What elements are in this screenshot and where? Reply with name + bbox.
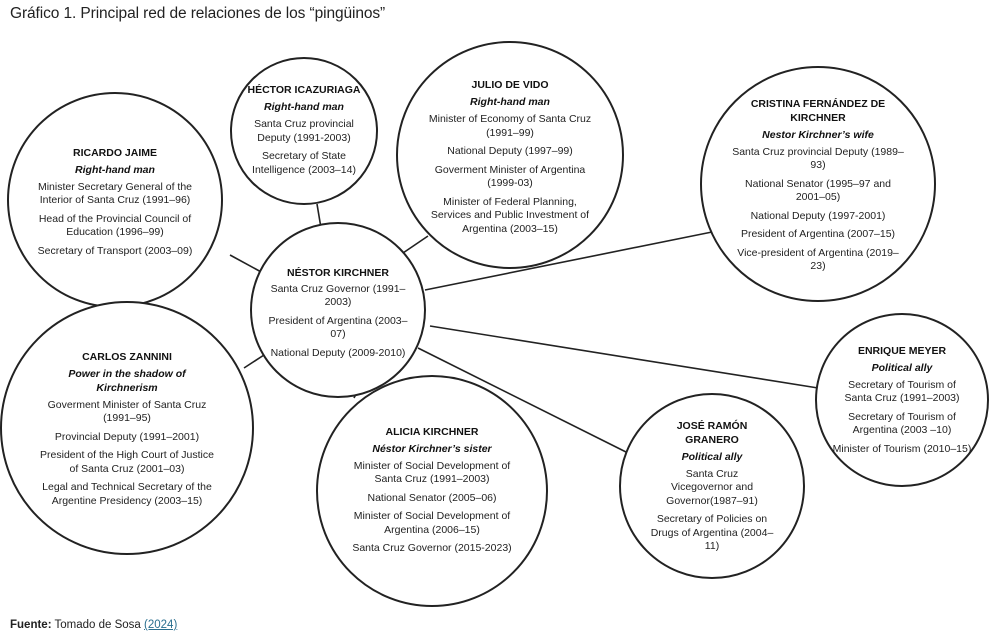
node-name: NÉSTOR KIRCHNER <box>287 266 389 279</box>
circle-granero <box>619 393 805 579</box>
position-text: Goverment Minister of Santa Cruz (1991–9… <box>47 398 207 425</box>
position-text: Santa Cruz Governor (1991–2003) <box>270 282 406 309</box>
node-role: Right-hand man <box>75 163 155 176</box>
edge-kirchner-devido <box>399 235 429 256</box>
node-name: RICARDO JAIME <box>72 146 157 159</box>
position-text: Minister of Social Development of Santa … <box>353 459 511 486</box>
node-role: Néstor Kirchner’s sister <box>372 442 492 455</box>
position-text: National Senator (2005–06) <box>367 491 497 504</box>
circle-zannini <box>0 301 254 555</box>
position-text: Goverment Minister of Argentina (1999-03… <box>434 163 586 190</box>
position-text: Secretary of Tourism of Santa Cruz (1991… <box>844 378 960 405</box>
edge-kirchner-granero <box>417 347 627 453</box>
position-text: Santa Cruz Governor (2015-2023) <box>352 542 512 554</box>
node-hector-icazuriaga: HÉCTOR ICAZURIAGA Right-hand man Santa C… <box>244 72 364 188</box>
source-link[interactable]: (2024) <box>144 619 178 631</box>
position-text: President of Argentina (2007–15) <box>740 228 896 240</box>
position-text: National Deputy (1997-2001) <box>750 209 886 222</box>
node-role: Right-hand man <box>264 101 344 113</box>
source-text: Tomado de Sosa <box>51 619 145 631</box>
position-text: National Senator (1995–97 and 2001–05) <box>745 177 891 204</box>
node-name: JOSÉ RAMÓN GRANERO <box>676 419 748 446</box>
position-text: Head of the Provincial Council of Educat… <box>38 212 192 239</box>
node-ricardo-jaime: RICARDO JAIME Right-hand man Minister Se… <box>34 118 196 286</box>
node-name: HÉCTOR ICAZURIAGA <box>247 84 361 96</box>
position-text: Vice-president of Argentina (2019–23) <box>737 246 899 273</box>
node-enrique-meyer: ENRIQUE MEYER Political ally Secretary o… <box>832 330 972 470</box>
position-text: Minister Secretary General of the Interi… <box>37 180 193 207</box>
node-role: Power in the shadow of Kirchnerism <box>68 367 186 394</box>
position-text: Santa Cruz Vicegovernor and Governor(198… <box>666 467 758 507</box>
source-footer: Fuente: Tomado de Sosa (2024) <box>10 619 177 631</box>
position-text: Legal and Technical Secretary of the Arg… <box>42 481 212 507</box>
circle-devido <box>396 41 624 269</box>
circle-icazuriaga <box>230 57 378 205</box>
circle-alicia <box>316 375 548 607</box>
figure-title: Gráfico 1. Principal red de relaciones d… <box>10 5 386 22</box>
node-alicia-kirchner: ALICIA KIRCHNER Néstor Kirchner’s sister… <box>350 394 514 586</box>
position-text: Minister of Tourism (2010–15) <box>832 442 972 455</box>
edge-kirchner-zannini <box>243 354 265 369</box>
node-name: CRISTINA FERNÁNDEZ DE KIRCHNER <box>750 97 886 124</box>
edge-kirchner-cristina <box>424 231 713 291</box>
position-text: Santa Cruz provincial Deputy (1989–93) <box>732 145 904 172</box>
position-text: Provincial Deputy (1991–2001) <box>54 430 200 443</box>
node-role: Political ally <box>681 450 743 463</box>
node-carlos-zannini: CARLOS ZANNINI Power in the shadow of Ki… <box>24 334 230 524</box>
source-label: Fuente: <box>10 619 52 631</box>
edge-kirchner-meyer <box>429 325 819 389</box>
node-nestor-kirchner: NÉSTOR KIRCHNER Santa Cruz Governor (199… <box>263 248 413 378</box>
position-text: Secretary of Policies on Drugs of Argent… <box>650 513 774 552</box>
node-name: JULIO DE VIDO <box>471 79 549 91</box>
position-text: Secretary of State Intelligence (2003–14… <box>252 150 356 176</box>
position-text: Secretary of Transport (2003–09) <box>37 244 193 257</box>
position-text: Secretary of Tourism of Argentina (2003 … <box>848 410 956 437</box>
circle-cristina <box>700 66 936 302</box>
edge-kirchner-jaime <box>229 254 264 274</box>
position-text: National Deputy (1997–99) <box>447 145 573 157</box>
node-name: ENRIQUE MEYER <box>857 344 947 357</box>
node-name: CARLOS ZANNINI <box>82 350 172 363</box>
node-role: Political ally <box>871 361 933 374</box>
position-text: Minister of Federal Planning, Services a… <box>430 195 590 235</box>
position-text: President of Argentina (2003–07) <box>268 314 408 341</box>
node-role: Nestor Kirchner’s wife <box>762 128 874 141</box>
position-text: National Deputy (2009-2010) <box>270 346 406 359</box>
position-text: Minister of Economy of Santa Cruz (1991–… <box>428 113 592 139</box>
node-role: Right-hand man <box>470 96 550 108</box>
node-julio-de-vido: JULIO DE VIDO Right-hand man Minister of… <box>422 68 598 246</box>
position-text: Santa Cruz provincial Deputy (1991-2003) <box>254 118 354 144</box>
position-text: Minister of Social Development of Argent… <box>353 510 511 536</box>
circle-kirchner <box>250 222 426 398</box>
position-text: President of the High Court of Justice o… <box>40 449 214 475</box>
circle-meyer <box>815 313 989 487</box>
node-cristina-fernandez: CRISTINA FERNÁNDEZ DE KIRCHNER Nestor Ki… <box>732 86 904 284</box>
node-jose-ramon-granero: JOSÉ RAMÓN GRANERO Political ally Santa … <box>646 410 778 562</box>
node-name: ALICIA KIRCHNER <box>385 425 479 438</box>
